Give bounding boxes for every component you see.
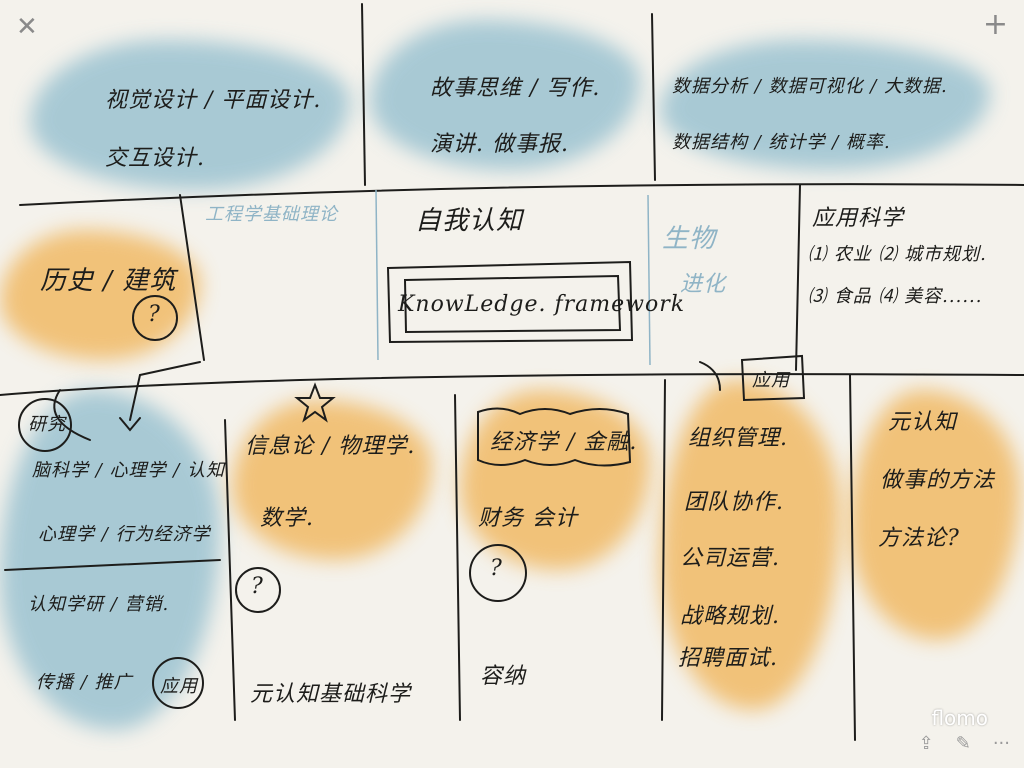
close-icon[interactable]: ✕ <box>16 12 38 42</box>
col5-line2: 做事的方法 <box>880 468 996 493</box>
bio-label: 生物 <box>662 224 717 254</box>
row1-cell2-line2: 演讲. 做事报. <box>430 132 569 157</box>
orange-wash <box>460 390 650 570</box>
col3-line2: 财务 会计 <box>478 506 578 531</box>
row1-cell1-line2: 交互设计. <box>105 146 205 171</box>
col2-bottom: 元认知基础科学 <box>250 682 412 707</box>
row1-cell3-line1: 数据分析 / 数据可视化 / 大数据. <box>672 76 948 97</box>
more-icon[interactable]: ··· <box>992 733 1010 754</box>
evolution-label: 进化 <box>680 272 727 297</box>
basics-label: 工程学基础理论 <box>205 204 338 225</box>
applied-list1: ⑴ 农业 ⑵ 城市规划. <box>808 244 987 265</box>
add-icon[interactable]: + <box>982 7 1008 42</box>
col4-line1: 组织管理. <box>688 426 788 451</box>
col4-line4: 战略规划. <box>680 604 780 629</box>
col3-line1: 经济学 / 金融. <box>490 430 638 455</box>
orange-wash <box>0 230 200 360</box>
col3-question: ? <box>490 556 503 581</box>
col1-line4: 传播 / 推广 <box>36 672 133 693</box>
row1-cell2-line1: 故事思维 / 写作. <box>430 76 601 101</box>
applied-list2: ⑶ 食品 ⑷ 美容...... <box>808 286 983 307</box>
col1-line1: 脑科学 / 心理学 / 认知 <box>32 460 226 481</box>
col5-line3: 方法论? <box>878 526 960 551</box>
col1-line3: 认知学研 / 营销. <box>28 594 170 615</box>
col4-line2: 团队协作. <box>684 490 784 515</box>
row1-cell3-line2: 数据结构 / 统计学 / 概率. <box>672 132 891 153</box>
col1-tag2: 应用 <box>160 676 198 697</box>
blue-wash <box>30 40 350 190</box>
col5-line1: 元认知 <box>888 410 958 435</box>
metacog-label: 自我认知 <box>415 206 524 236</box>
blue-wash <box>370 20 640 170</box>
col3-bottom: 容纳 <box>480 664 527 689</box>
orange-wash <box>850 390 1020 640</box>
pencil-icon[interactable]: ✎ <box>955 733 971 754</box>
col4-tag: 应用 <box>752 370 790 391</box>
col2-line1: 信息论 / 物理学. <box>245 434 416 459</box>
orange-wash <box>660 380 840 710</box>
history-question: ? <box>148 302 161 327</box>
bottom-toolbar: ⇪ ✎ ··· <box>919 733 1010 754</box>
col1-tag: 研究 <box>28 414 66 435</box>
col1-line2: 心理学 / 行为经济学 <box>38 524 211 545</box>
orange-wash <box>232 400 432 560</box>
col4-line5: 招聘面试. <box>678 646 778 671</box>
flomo-watermark: flomo <box>931 706 988 730</box>
applied-label: 应用科学 <box>812 206 905 231</box>
history-label: 历史 / 建筑 <box>40 266 177 296</box>
row1-cell1-line1: 视觉设计 / 平面设计. <box>105 88 322 113</box>
blue-wash <box>0 390 220 730</box>
framework-label: KnowLedge. framework <box>398 292 686 317</box>
blue-wash <box>660 40 990 170</box>
col4-line3: 公司运营. <box>680 546 780 571</box>
share-icon[interactable]: ⇪ <box>918 733 934 754</box>
col2-question: ? <box>251 574 264 599</box>
col2-line2: 数学. <box>260 506 314 531</box>
